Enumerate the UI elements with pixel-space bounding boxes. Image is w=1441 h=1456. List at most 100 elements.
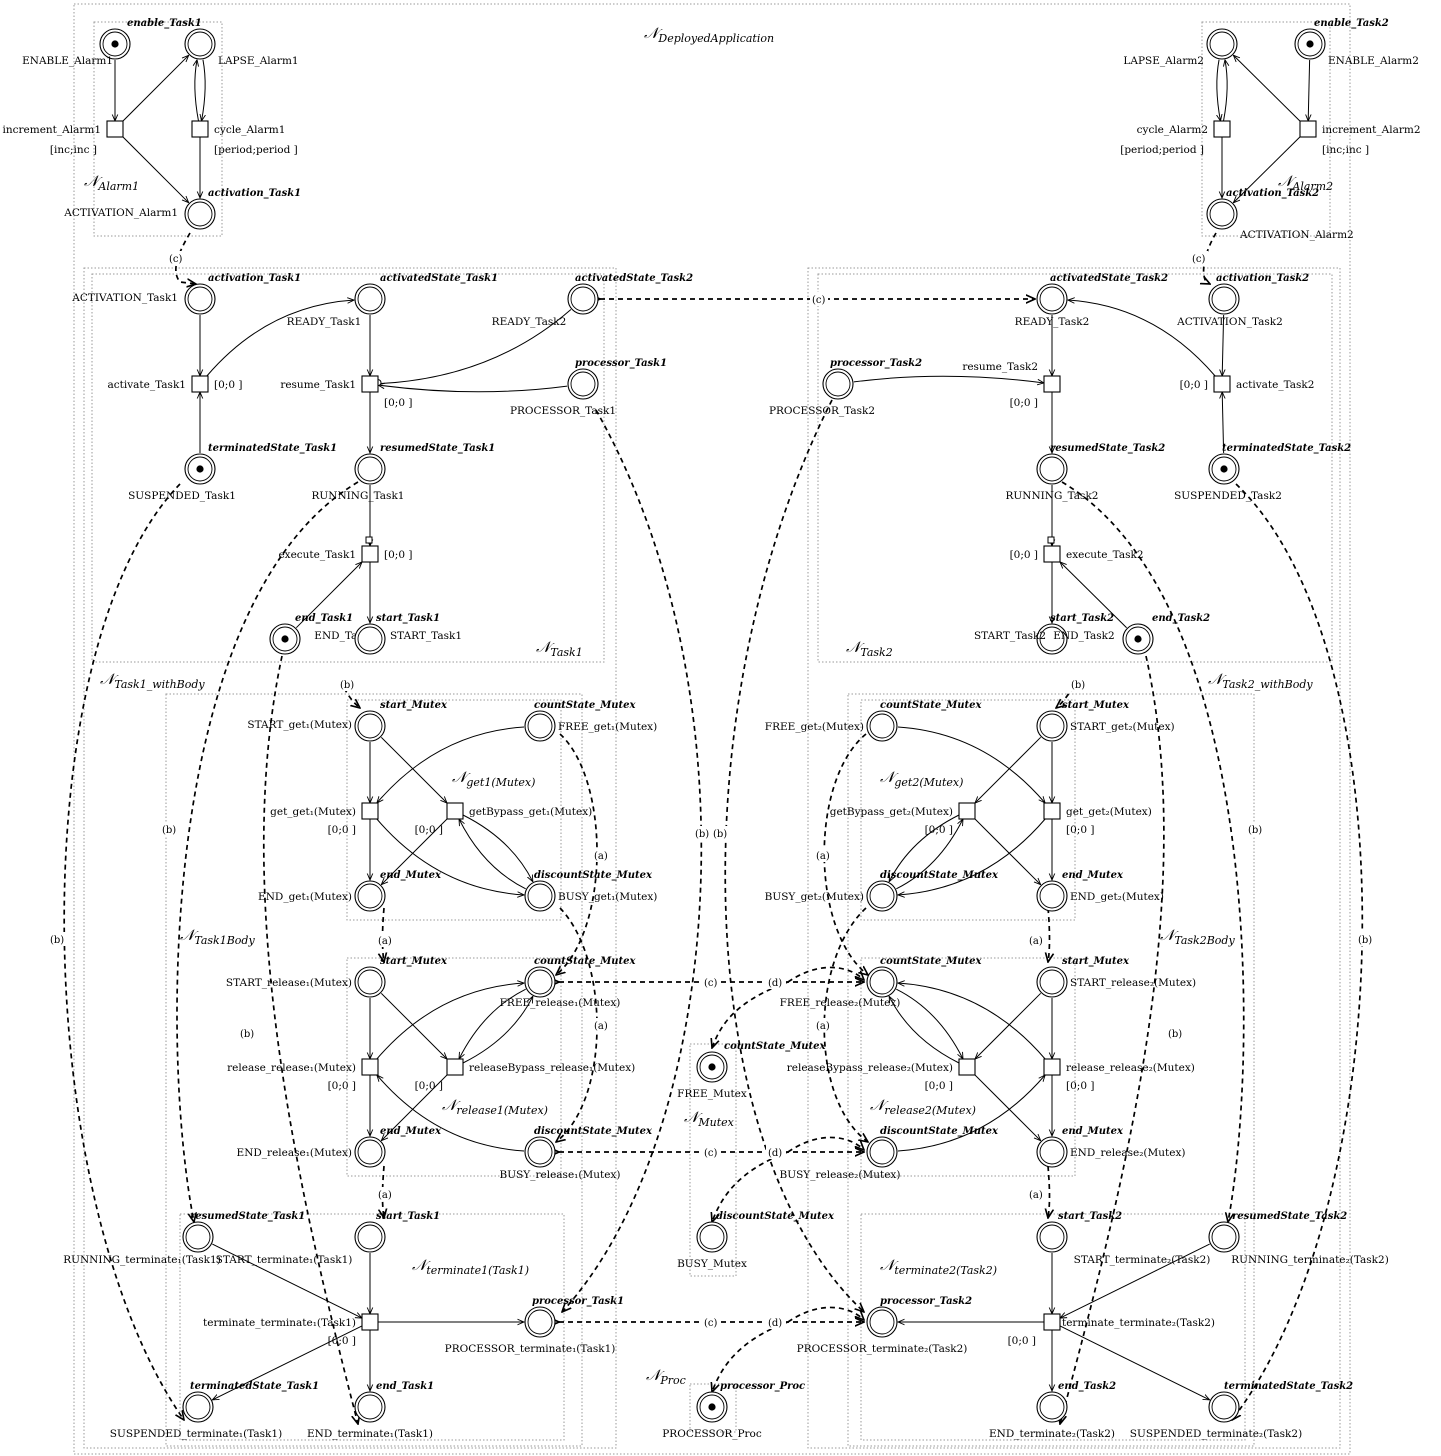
place-tag: activatedState_Task2 (575, 273, 693, 284)
transition-interval: [0;0 ] (1066, 1080, 1094, 1092)
transition-name: activate_Task1 (108, 379, 186, 391)
transition-interval: [0;0 ] (1010, 549, 1038, 561)
fusion-b-suspended2 (1232, 483, 1364, 1420)
title-task2: 𝒩Task2 (846, 638, 893, 659)
title-get1: 𝒩get1(Mutex) (452, 768, 535, 789)
svg-text:(a): (a) (1029, 1190, 1043, 1201)
arc-busy-get1-to-bypass-get1 (459, 819, 526, 890)
arc-lapse-alarm1-to-cycle-alarm1 (202, 59, 206, 121)
fusion-b-end2 (1060, 655, 1165, 1424)
arc-bypass-release1-to-free-release1 (462, 996, 533, 1064)
place-start-term2: START_terminate₂(Task2)start_Task2 (1036, 1211, 1210, 1266)
svg-text:(b): (b) (713, 829, 727, 840)
place-name: END_terminate₂(Task2) (989, 1428, 1115, 1440)
title-task1-with-body: 𝒩Task1_withBody (100, 670, 205, 691)
svg-text:(a): (a) (594, 1021, 608, 1032)
svg-text:(c): (c) (704, 978, 718, 989)
fusion-label-a: (a) (1027, 1187, 1045, 1201)
fusion-a-release2-term2 (1048, 1165, 1050, 1218)
transition-name: cycle_Alarm1 (214, 124, 285, 136)
transition-interval: [inc;inc ] (1322, 144, 1369, 156)
fusion-d-processor-term2 (787, 1306, 864, 1323)
box-task1-body (165, 693, 583, 1447)
fusion-label-a: (a) (376, 1187, 394, 1201)
fusion-labels: (c) (c) (c) (b) (b) (b) (b) (b) (b) (b) … (48, 251, 1374, 1329)
fusion-label-a: (a) (1027, 933, 1045, 947)
place-busy-get1: BUSY_get₁(Mutex)discountState_Mutex (524, 870, 657, 912)
place-tag: end_Mutex (380, 870, 442, 881)
transition-bypass-get1: getBypass_get₁(Mutex)[0;0 ] (415, 802, 592, 836)
place-name: SUSPENDED_Task1 (128, 490, 236, 502)
arc-start-get2-to-bypass-get2 (975, 736, 1042, 803)
arc-terminate1-to-suspended-term1 (212, 1325, 363, 1400)
transition-interval: [0;0 ] (328, 1080, 356, 1092)
transition-name: cycle_Alarm2 (1137, 124, 1208, 136)
place-tag: start_Task1 (376, 1211, 440, 1222)
fusion-b-end1 (262, 655, 358, 1424)
svg-text:(d): (d) (768, 1148, 782, 1159)
box-mutex (689, 1043, 737, 1277)
fusion-label-b: (b) (48, 932, 66, 946)
transition-name: terminate_terminate₁(Task1) (203, 1317, 356, 1329)
place-name: BUSY_get₁(Mutex) (558, 891, 657, 903)
place-name: ENABLE_Alarm1 (22, 55, 113, 67)
arc-processor-task1-to-resume-task1 (378, 385, 568, 393)
place-end-get1: END_get₁(Mutex)end_Mutex (258, 870, 442, 912)
place-running-term1: RUNNING_terminate₁(Task1)resumedState_Ta… (63, 1211, 305, 1266)
fusion-label-c: (c) (702, 975, 720, 989)
fusion-label-c: (c) (167, 251, 185, 265)
arc-running-term1-to-terminate1 (212, 1243, 362, 1318)
fusion-label-b: (b) (338, 677, 356, 691)
place-name: PROCESSOR_Proc (662, 1428, 762, 1440)
transition-interval: [0;0 ] (415, 824, 443, 836)
place-tag: end_Mutex (380, 1126, 442, 1137)
svg-text:(b): (b) (1358, 935, 1372, 946)
transition-interval: [period;period ] (1120, 144, 1204, 156)
transition-name: increment_Alarm1 (3, 124, 102, 136)
transition-interval: [0;0 ] (214, 379, 242, 391)
place-tag: countState_Mutex (880, 956, 983, 967)
svg-text:(b): (b) (240, 1029, 254, 1040)
fusion-a-get2-release2 (1048, 907, 1050, 962)
transition-name: getBypass_get₂(Mutex) (830, 806, 953, 818)
title-get2: 𝒩get2(Mutex) (880, 768, 963, 789)
place-name: START_Task1 (390, 630, 462, 642)
arc-bypass-get1-to-busy-get1 (462, 814, 533, 882)
place-tag: processor_Task1 (532, 1296, 624, 1307)
arc-enable-alarm2-to-increment-alarm2 (1308, 59, 1309, 121)
title-mutex: 𝒩Mutex (684, 1108, 735, 1129)
fusion-label-c: (c) (1190, 251, 1208, 265)
transition-cycle-alarm2: cycle_Alarm2 [period;period ] (1120, 120, 1231, 156)
svg-text:(c): (c) (704, 1318, 718, 1329)
fusion-a-busy1 (556, 907, 598, 1142)
place-tag: end_Task1 (295, 613, 353, 624)
box-task2-body (847, 693, 1255, 1447)
place-tag: terminatedState_Task2 (1224, 1381, 1353, 1392)
place-free-get1: FREE_get₁(Mutex)countState_Mutex (524, 700, 657, 742)
place-name: FREE_release₁(Mutex) (500, 997, 621, 1009)
arc-running-term2-to-terminate2 (1060, 1243, 1210, 1318)
fusion-label-c: (c) (702, 1145, 720, 1159)
fusion-label-b: (b) (238, 1026, 256, 1040)
token (196, 465, 204, 473)
svg-text:(a): (a) (594, 851, 608, 862)
arc-increment-alarm2-to-activation-alarm2 (1233, 136, 1301, 203)
box-alarm2 (1201, 21, 1331, 237)
arc-free-get1-to-get-get1 (377, 726, 525, 803)
transition-interval: [0;0 ] (1008, 1335, 1036, 1347)
arc-cycle-alarm2-to-lapse-alarm2 (1224, 60, 1228, 122)
transition-name: get_get₁(Mutex) (270, 806, 356, 818)
title-alarm2: 𝒩Alarm2 (1278, 172, 1333, 193)
fusion-label-d: (d) (766, 975, 786, 989)
fusion-label-b: (b) (711, 826, 729, 840)
place-busy-get2: BUSY_get₂(Mutex)discountState_Mutex (765, 870, 999, 912)
place-free-release1: FREE_release₁(Mutex)countState_Mutex (500, 956, 637, 1009)
transition-resume-task1: resume_Task1[0;0 ] (280, 375, 412, 409)
